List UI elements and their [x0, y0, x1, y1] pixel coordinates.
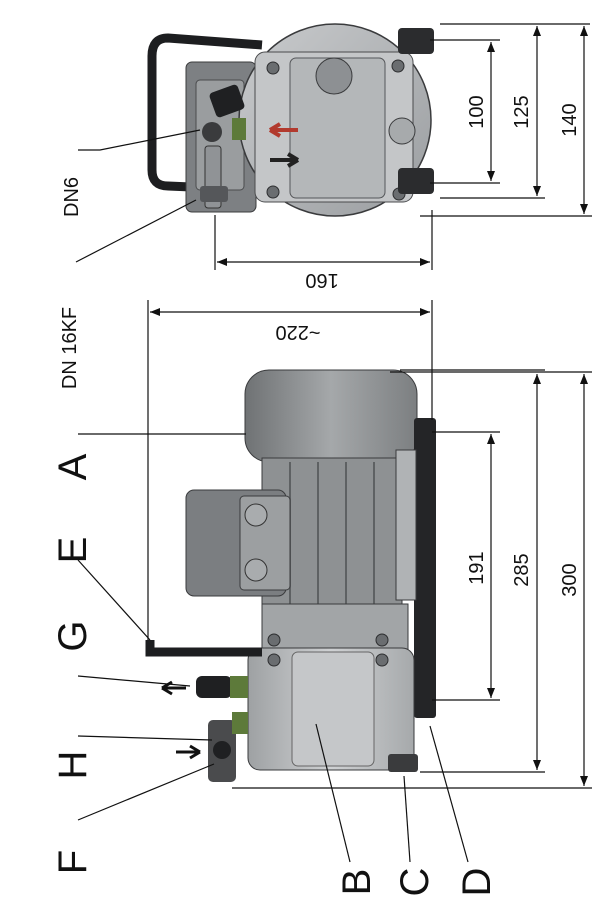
fitting-g [196, 676, 248, 698]
motor-can [244, 369, 418, 463]
top-dimension-arrowheads [217, 26, 588, 266]
bolt-group [266, 59, 406, 201]
callout-d: D [455, 868, 499, 897]
callout-g: G [51, 620, 95, 651]
callout-e: E [51, 537, 95, 564]
dn6-label: DN6 [61, 177, 83, 217]
dn16kf-label: DN 16KF [59, 307, 81, 389]
dim-160: 160 [305, 269, 338, 291]
top-view: 100 125 140 160 DN6 DN 16KF [59, 23, 592, 389]
side-dimension-arrowheads [150, 308, 588, 786]
rubber-feet [398, 28, 434, 194]
dn6-fitting [202, 84, 246, 142]
foot-c [388, 754, 418, 772]
top-dimension-lines [214, 23, 592, 270]
callout-leaders [77, 433, 469, 863]
dim-285: 285 [511, 553, 533, 586]
dn6-leader [78, 129, 201, 151]
callout-f: F [51, 850, 95, 874]
dim-140: 140 [559, 103, 581, 136]
fitting-f [208, 712, 248, 782]
callout-b: B [335, 869, 379, 896]
side-handle-bar [145, 640, 262, 657]
callout-a: A [51, 453, 95, 480]
dim-300: 300 [559, 563, 581, 596]
dn16kf-leader [75, 199, 197, 263]
dn16kf-port [200, 145, 228, 209]
flow-arrow-dark [270, 152, 300, 168]
side-dimension-lines [147, 300, 592, 789]
callout-c: C [393, 868, 437, 897]
side-view: ~220 191 285 300 A E G H F B C D [51, 300, 592, 896]
carry-handle [147, 33, 263, 193]
dim-191: 191 [466, 551, 488, 584]
arrow-g [161, 680, 186, 696]
dim-220: ~220 [275, 321, 320, 343]
arrow-h [176, 744, 201, 760]
base-plate [414, 418, 436, 718]
callout-h: H [51, 751, 95, 780]
dim-125: 125 [511, 95, 533, 128]
dim-100: 100 [466, 95, 488, 128]
flow-arrow-red [268, 122, 298, 138]
